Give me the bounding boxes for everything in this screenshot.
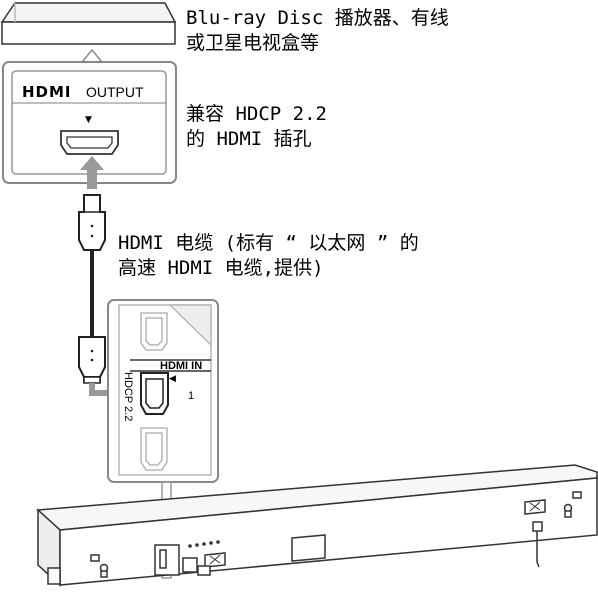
cable-label-line1: HDMI 电缆 (标有 “ 以太网 ” 的 [118, 232, 419, 254]
output-marker: ▼ [85, 115, 92, 125]
hdmi-in-port [140, 372, 169, 415]
unused-port-bottom [140, 427, 168, 471]
unused-port-top [140, 312, 168, 351]
soundbar [36, 464, 598, 587]
port-number: 1 [188, 390, 194, 402]
hdmi-output-port [60, 130, 119, 155]
hdmi-logo: HDMI [22, 83, 72, 101]
cable-label-line2: 高速 HDMI 电缆,提供) [118, 257, 324, 279]
hdmi-in-label: HDMI IN [160, 360, 202, 372]
soundbar-input-panel: HDMI IN HDCP 2.2 ◀ 1 [107, 299, 219, 579]
port-marker: ◀ [169, 374, 176, 384]
hdcp-vertical-label: HDCP 2.2 [122, 372, 134, 421]
callout-pointer [81, 48, 103, 63]
source-device [0, 2, 177, 45]
source-output-panel: HDMI OUTPUT ▼ [2, 61, 177, 184]
source-device-label-line1: Blu-ray Disc 播放器、有线 [186, 7, 449, 29]
hdcp-jack-label-line1: 兼容 HDCP 2.2 [186, 103, 327, 125]
hdcp-jack-label-line2: 的 HDMI 插孔 [186, 128, 312, 150]
source-device-label-line2: 或卫星电视盒等 [186, 32, 320, 54]
output-label: OUTPUT [86, 84, 144, 100]
